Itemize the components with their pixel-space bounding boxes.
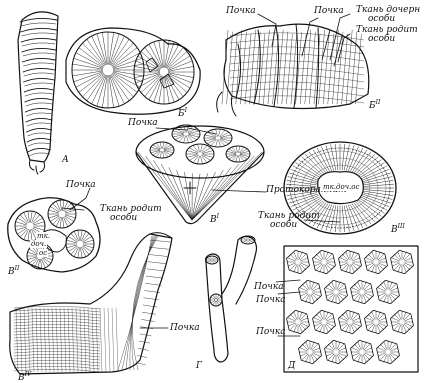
figure-label-b2: БII <box>369 98 380 111</box>
label-pochki-d-line1: Почка <box>254 283 284 292</box>
label-tk-doch-os-v3: тк.доч.ос <box>322 183 360 191</box>
figure-label-d: Д <box>288 362 295 371</box>
figure-label-v4: ВIV <box>18 370 31 383</box>
figure-g-drawing <box>206 236 257 362</box>
label-doch-v2: доч. <box>30 240 47 248</box>
figure-label-g: Г <box>196 362 202 371</box>
label-pochki-d-line2: Почка <box>256 296 286 305</box>
label-tk-v2: тк. <box>36 232 51 240</box>
label-pochka-b2-right: Почка <box>314 7 344 16</box>
figure-label-a: А <box>62 156 69 165</box>
figure-v2-drawing <box>8 198 100 272</box>
figure-v4-drawing <box>10 233 172 374</box>
label-tkan-docherni-line2: особи <box>368 15 395 24</box>
figure-label-v2: ВII <box>8 264 19 277</box>
figure-b1-drawing <box>66 28 200 114</box>
label-os-v2: ос <box>38 249 48 257</box>
label-pochka-v2: Почка <box>66 181 96 190</box>
label-pochka-v4: Почка <box>170 324 200 333</box>
label-pochka-v1: Почка <box>128 119 158 128</box>
label-pochka-d: Почка <box>256 328 286 337</box>
figure-b2-drawing <box>217 24 369 116</box>
leader-lines <box>62 14 350 336</box>
figure-label-v3: ВIII <box>391 222 405 235</box>
figure-d-drawing <box>284 246 418 372</box>
label-tkan-rodit-v3-line2: особи <box>270 221 297 230</box>
label-tkan-rodit-v2-line2: особи <box>110 214 137 223</box>
figure-a-drawing <box>18 12 58 174</box>
label-pochka-b2-left: Почка <box>226 7 256 16</box>
label-tkan-rodit-b2-line2: особи <box>368 35 395 44</box>
figure-label-b1: БI <box>178 106 187 119</box>
figure-label-v1: ВI <box>210 212 219 225</box>
